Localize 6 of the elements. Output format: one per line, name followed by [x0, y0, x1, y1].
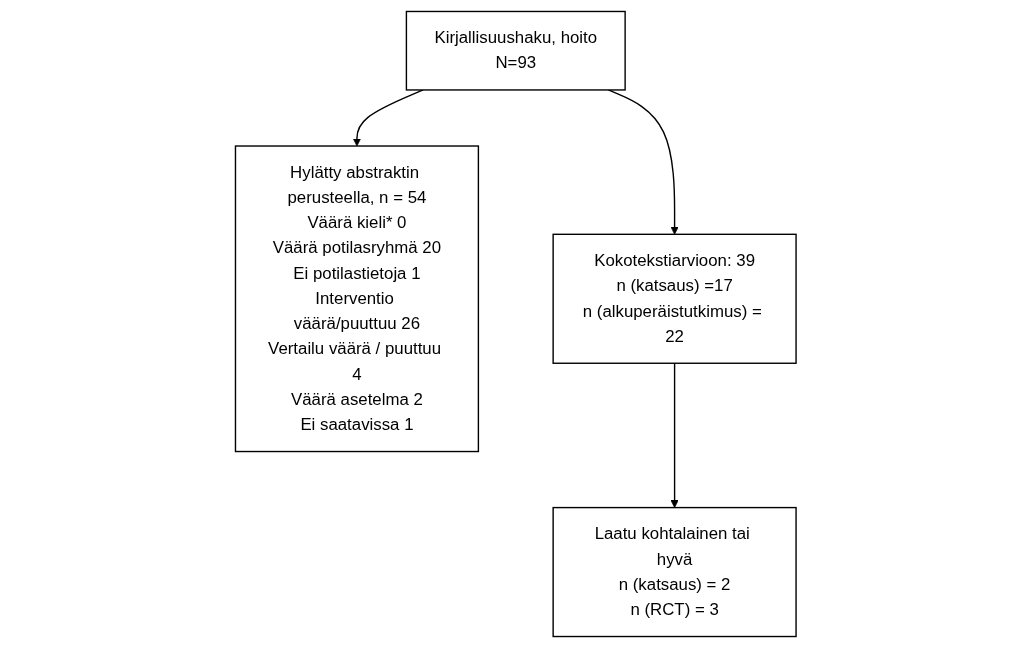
- node-box: Laatu kohtalainen tai hyvä n (katsaus) = 2 n (RCT) = 3: [552, 506, 797, 638]
- arrow: [607, 89, 679, 235]
- node-box: Hylätty abstraktin perusteella, n = 54 Väärä kieli* 0 Väärä potilasryhmä 20 Ei potilastietoja 1 Interventio väärä/puuttuu 26 Vertailu väärä / puuttuu 4 Väärä asetelma 2 Ei saatavissa 1: [235, 145, 480, 453]
- node-box: Kokotekstiarvioon: 39 n (katsaus) =17 n (alkuperäistutkimus) = 22: [552, 233, 797, 364]
- node-box: Kirjallisuushaku, hoito N=93: [405, 10, 627, 91]
- arrow: [670, 362, 679, 508]
